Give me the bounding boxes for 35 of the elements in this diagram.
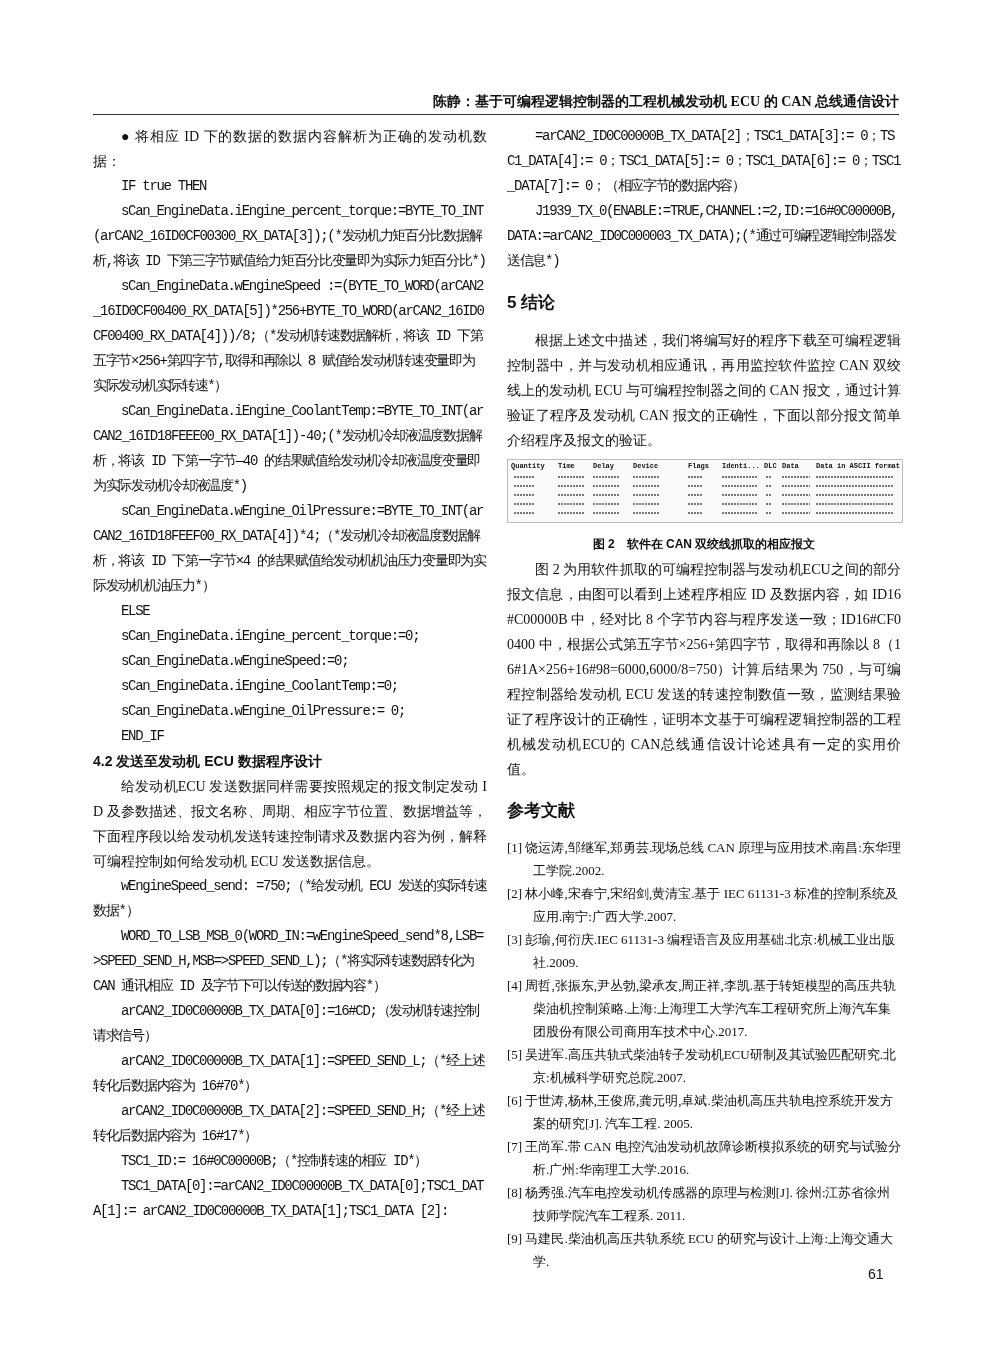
code-paragraph: TSC1_ID:= 16#0C00000B;（*控制转速的相应 ID*） — [120, 1152, 429, 1171]
reference-entry: [1] 饶运涛,邹继军,郑勇芸.现场总线 CAN 原理与应用技术.南昌:东华理工学院.2002. — [507, 839, 901, 880]
reference-entry: [8] 杨秀强.汽车电控发动机传感器的原理与检测[J]. 徐州:江苏省徐州技师学院汽车工程系. 2011. — [507, 1184, 892, 1225]
figure-caption: 图 2 软件在 CAN 双绞线抓取的相应报文 — [591, 536, 817, 553]
code-paragraph: J1939_TX_0(ENABLE:=TRUE,CHANNEL:=2,ID:=16#0C00000B,DATA:=arCAN2_ID0C000003_TX_DATA);(*通过可编程逻辑控制器发送信息*) — [507, 202, 899, 271]
code-paragraph: sCan_EngineData.wEngine_OilPressure:= 0; — [120, 702, 407, 721]
code-paragraph: END_IF — [120, 727, 165, 746]
reference-entry: [5] 吴进军.高压共轨式柴油转子发动机ECU研制及其试验匹配研究.北京:机械科学研究总院.2007. — [507, 1046, 897, 1087]
paragraph: 给发动机ECU 发送数据同样需要按照规定的报文制定发动 ID 及参数描述、报文名称、周期、相应字节位置、数据增益等，下面程序段以给发动机发送转速控制请求及数据内容为例，解释可编程控制如何给发动机 ECU 发送数据信息。 — [93, 778, 487, 871]
code-paragraph: sCan_EngineData.wEngineSpeed:=0; — [120, 652, 350, 671]
paragraph: 根据上述文中描述，我们将编写好的程序下载至可编程逻辑控制器中，并与发动机相应通讯，再用监控软件监控 CAN 双绞线上的发动机 ECU 与可编程控制器之间的 CAN 报文，通过计算验证了程序及发动机 CAN 报文的正确性，下面以部分报文简单介绍程序及报文的验证。 — [507, 332, 901, 450]
code-paragraph: arCAN2_ID0C00000B_TX_DATA[2]:=SPEED_SEND_H;（*经上述转化后数据内容为 16#17*） — [93, 1102, 486, 1146]
code-paragraph: IF true THEN — [120, 177, 208, 196]
running-header: 陈静：基于可编程逻辑控制器的工程机械发动机 ECU 的 CAN 总线通信设计 — [93, 92, 899, 115]
section-heading: 4.2 发送至发动机 ECU 数据程序设计 — [93, 752, 323, 771]
code-paragraph: =arCAN2_ID0C00000B_TX_DATA[2]；TSC1_DATA[3]:= 0；TSC1_DATA[4]:= 0；TSC1_DATA[5]:= 0；TSC1_DATA[6]:= 0；TSC1_DATA[7]:= 0；（相应字节的数据内容） — [507, 127, 901, 196]
reference-entry: [2] 林小峰,宋春宁,宋绍剑,黄清宝.基于 IEC 61131-3 标准的控制系统及应用.南宁:广西大学.2007. — [507, 885, 899, 926]
code-paragraph: sCan_EngineData.iEngine_percent_torque:=BYTE_TO_INT(arCAN2_16ID0CF00300_RX_DATA[3]);(*发动机力矩百分比数据解析,将该 ID 下第三字节赋值给力矩百分比变量即为实际力矩百分比*) — [93, 202, 487, 271]
reference-entry: [3] 彭瑜,何衍庆.IEC 61131-3 编程语言及应用基础.北京:机械工业出版社.2009. — [507, 931, 897, 972]
code-paragraph: wEngineSpeed_send: =750;（*给发动机 ECU 发送的实际转速数据*） — [93, 877, 487, 921]
code-paragraph: sCan_EngineData.iEngine_CoolantTemp:=BYTE_TO_INT(arCAN2_16ID18FEEE00_RX_DATA[1])-40;(*发动机冷却液温度数据解析，将该 ID 下第一字节—40 的结果赋值给发动机冷却液温度变量即为实际发动机冷却液温度*) — [93, 402, 485, 496]
code-paragraph: ELSE — [120, 602, 151, 621]
reference-entry: [7] 王尚军.带 CAN 电控汽油发动机故障诊断模拟系统的研究与试验分析.广州:华南理工大学.2016. — [507, 1138, 901, 1179]
code-paragraph: sCan_EngineData.wEngine_OilPressure:=BYTE_TO_INT(arCAN2_16ID18FEEF00_RX_DATA[4])*4;（*发动机冷却液温度数据解析，将该 ID 下第一字节×4 的结果赋值给发动机机油压力变量即为实际发动机机油压力*） — [93, 502, 487, 596]
code-paragraph: sCan_EngineData.iEngine_percent_torque:=0; — [120, 627, 421, 646]
code-paragraph: sCan_EngineData.iEngine_CoolantTemp:=0; — [120, 677, 399, 696]
code-paragraph: TSC1_DATA[0]:=arCAN2_ID0C00000B_TX_DATA[0];TSC1_DATA[1]:= arCAN2_ID0C00000B_TX_DATA[1];TSC1_DATA [2]: — [93, 1177, 485, 1221]
paragraph: 图 2 为用软件抓取的可编程控制器与发动机ECU之间的部分报文信息，由图可以看到上述程序相应 ID 及数据内容，如 ID16#C00000B 中，经对比 8 个字节内容与程序发送一致；ID16#CF00400 中，根据公式第五字节×256+第四字节，取得和再除以 8（16#1A×256+16#98=6000,6000/8=750）计算后结果为 750，与可编程控制器给发动机 ECU 发送的转速控制数值一致，监测结果验证了程序设计的正确性，证明本文基于可编程逻辑控制器的工程机械发动机ECU的 CAN总线通信设计论述具有一定的实用价值。 — [507, 561, 901, 779]
reference-entry: [6] 于世涛,杨林,王俊席,龚元明,卓斌.柴油机高压共轨电控系统开发方案的研究[J]. 汽车工程. 2005. — [507, 1092, 894, 1133]
reference-entry: [4] 周哲,张振东,尹丛勃,梁承友,周正祥,李凯.基于转矩模型的高压共轨柴油机控制策略.上海:上海理工大学汽车工程研究所上海汽车集团股份有限公司商用车技术中心.2017. — [507, 977, 897, 1041]
section-heading: 5 结论 — [507, 292, 556, 314]
reference-entry: [9] 马建民.柴油机高压共轨系统 ECU 的研究与设计.上海:上海交通大学. — [507, 1230, 895, 1269]
section-heading: 参考文献 — [507, 800, 575, 822]
page-number: 61 — [868, 1266, 884, 1282]
paragraph: ● 将相应 ID 下的数据的数据内容解析为正确的发动机数据： — [93, 128, 487, 171]
